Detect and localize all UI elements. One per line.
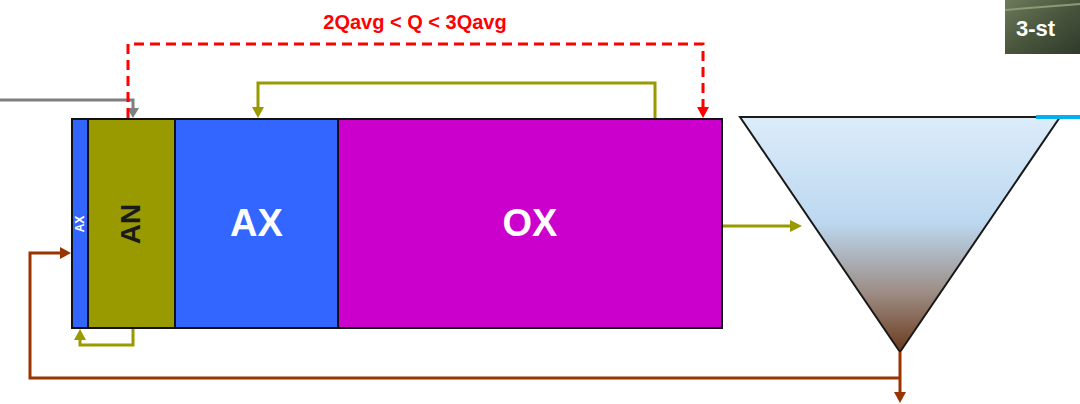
zone-label: AX (230, 202, 283, 245)
zone-label: AN (115, 203, 147, 243)
photo-detail (1005, 4, 1080, 10)
photo-patch (1005, 0, 1080, 54)
aerobic-zone: OX (337, 118, 723, 329)
zone-label: AX (73, 215, 87, 232)
connector-line (80, 329, 133, 345)
arrow-head (74, 329, 86, 340)
clarifier (740, 117, 1060, 352)
effluent-line (1036, 115, 1080, 119)
internal-recycle (252, 83, 655, 118)
zone-label: OX (503, 202, 558, 245)
influent-line (0, 100, 133, 110)
anaerobic-recycle (74, 329, 133, 345)
anaerobic-zone: AN (87, 118, 176, 329)
arrow-head (252, 107, 264, 118)
arrow-head (697, 107, 709, 118)
connector-line (128, 44, 703, 118)
waste-sludge-line (899, 352, 902, 394)
arrow-head (894, 392, 906, 403)
arrow-head (60, 247, 71, 259)
arrow-head (790, 220, 802, 232)
connector-line (258, 83, 655, 118)
wet-weather-bypass (128, 44, 709, 118)
anoxic-zone: AX (174, 118, 339, 329)
mixed-liquor-line (723, 225, 792, 228)
photo-caption: 3-st (1016, 16, 1055, 42)
flow-label: 2Qavg < Q < 3Qavg (319, 11, 510, 34)
